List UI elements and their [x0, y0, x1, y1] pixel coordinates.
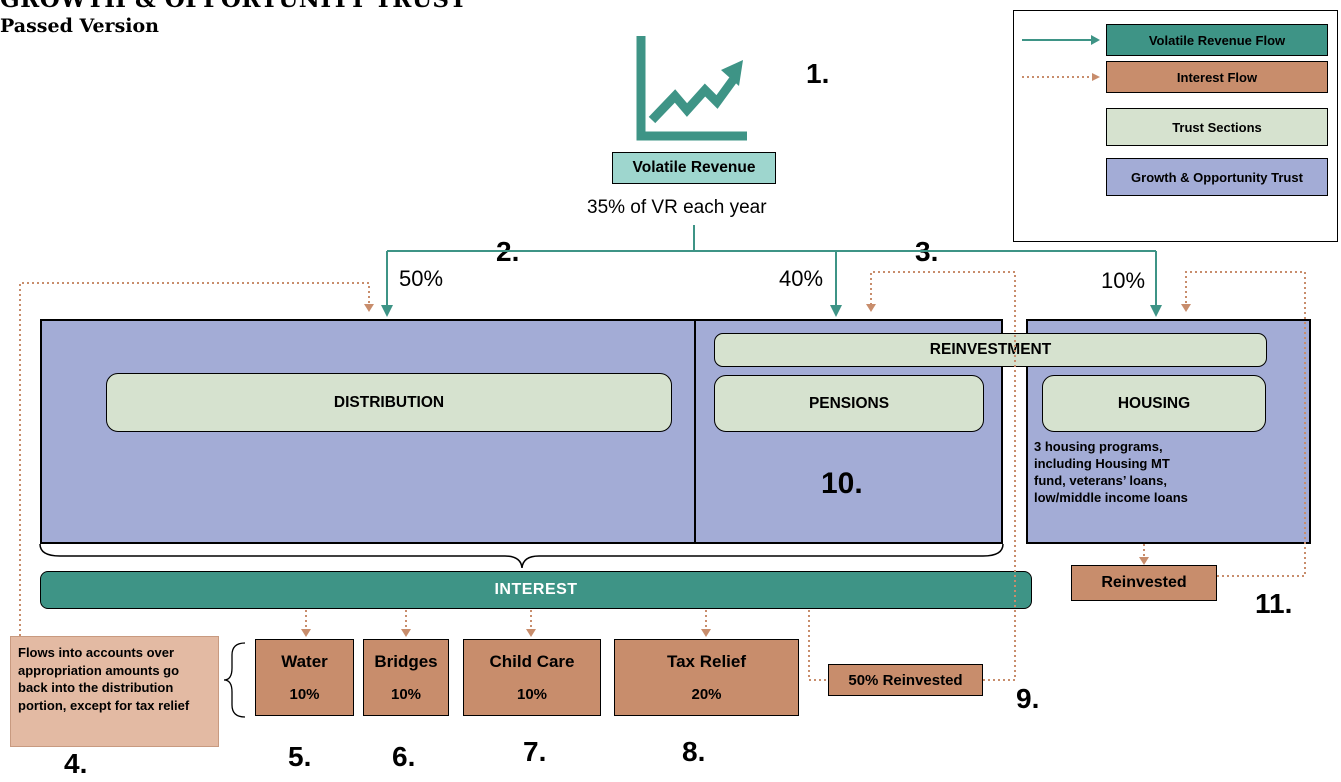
fund-child-care-label: Child Care	[489, 652, 575, 671]
fund-bridges: Bridges 10%	[363, 639, 449, 716]
volatile-revenue-caption: 35% of VR each year	[587, 197, 767, 218]
split-pensions: 40%	[779, 266, 824, 291]
reinvestment-section: REINVESTMENT	[714, 333, 1267, 367]
legend: Volatile Revenue Flow Interest Flow Trus…	[1013, 10, 1338, 242]
growth-chart-icon	[635, 32, 750, 142]
interest-brace	[39, 543, 1004, 569]
housing-section: HOUSING	[1042, 375, 1266, 432]
step-4: 4.	[64, 748, 88, 779]
fund-bridges-label: Bridges	[374, 652, 438, 671]
half-reinvested-box: 50% Reinvested	[828, 664, 983, 696]
step-10: 10.	[821, 467, 863, 500]
pensions-section: PENSIONS	[714, 375, 984, 432]
step-9: 9.	[1016, 683, 1040, 714]
distribution-section: DISTRIBUTION	[106, 373, 672, 432]
volatile-revenue-box: Volatile Revenue	[612, 152, 776, 184]
fund-water: Water 10%	[255, 639, 354, 716]
step-2: 2.	[496, 236, 520, 267]
fund-child-care-percent: 10%	[516, 686, 548, 703]
legend-volatile-flow: Volatile Revenue Flow	[1106, 24, 1328, 56]
fund-tax-relief-label: Tax Relief	[666, 652, 747, 671]
legend-trust-sections: Trust Sections	[1106, 108, 1328, 146]
step-7: 7.	[523, 736, 547, 767]
step-6: 6.	[392, 741, 416, 772]
fund-tax-relief: Tax Relief 20%	[614, 639, 799, 716]
arrow-to-housing	[1150, 305, 1162, 317]
fund-water-percent: 10%	[289, 686, 320, 703]
legend-interest-flow: Interest Flow	[1106, 61, 1328, 93]
split-distribution: 50%	[399, 266, 444, 291]
step-1: 1.	[806, 58, 830, 89]
step-8: 8.	[682, 736, 706, 767]
housing-programs-note: 3 housing programs, including Housing MT…	[1034, 439, 1188, 505]
step-5: 5.	[288, 741, 312, 772]
legend-growth-trust: Growth & Opportunity Trust	[1106, 158, 1328, 196]
section-divider	[694, 319, 696, 544]
overflow-note: Flows into accounts over appropriation a…	[10, 636, 219, 747]
legend-interest-arrow-icon	[1022, 73, 1100, 81]
fund-bridges-percent: 10%	[390, 686, 422, 703]
fund-tax-relief-percent: 20%	[691, 686, 722, 703]
arrow-to-pensions	[830, 305, 842, 317]
page-subtitle: Passed Version	[0, 15, 159, 37]
housing-reinvested-box: Reinvested	[1071, 565, 1217, 601]
fund-water-label: Water	[281, 652, 328, 671]
step-11: 11.	[1255, 588, 1293, 619]
page-title: GROWTH & OPPORTUNITY TRUST	[0, 0, 467, 13]
interest-bar: INTEREST	[40, 571, 1032, 609]
split-housing: 10%	[1101, 268, 1146, 293]
legend-volatile-arrow-icon	[1022, 35, 1100, 45]
note-brace	[223, 642, 246, 718]
step-3: 3.	[915, 236, 939, 267]
arrow-to-distribution	[381, 305, 393, 317]
fund-child-care: Child Care 10%	[463, 639, 601, 716]
